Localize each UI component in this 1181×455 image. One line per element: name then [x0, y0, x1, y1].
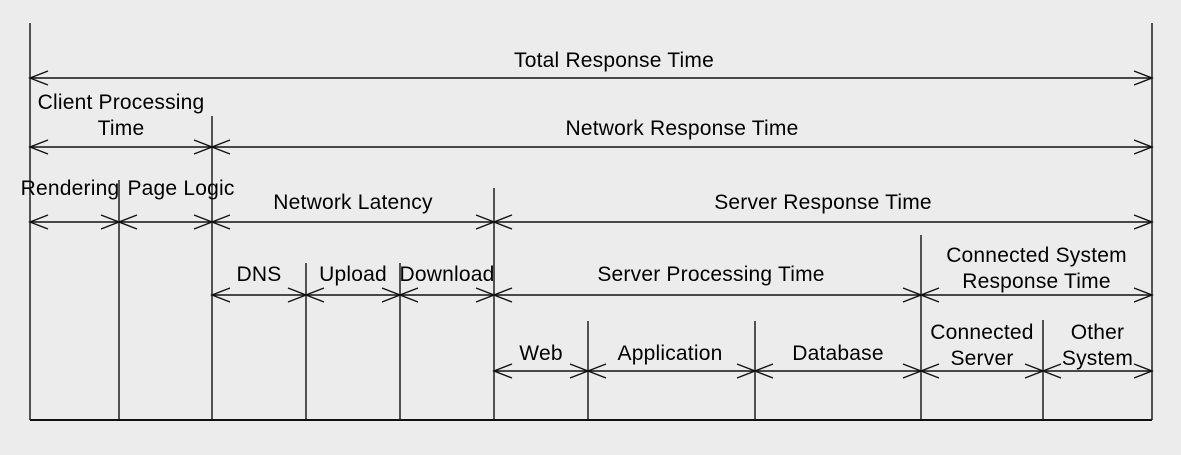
label-line: Response Time: [962, 270, 1111, 293]
span-arrow-network-response-time: [210, 139, 1154, 155]
span-arrow-other-system: [1041, 363, 1154, 379]
span-arrow-server-response-time: [492, 214, 1154, 230]
arrowhead-left-upload: [304, 287, 325, 303]
label-line: System: [1061, 347, 1134, 370]
span-arrow-dns: [210, 287, 308, 303]
label-line: Database: [792, 342, 884, 365]
label-line: Time: [97, 117, 145, 140]
arrowhead-left-connected-server: [919, 363, 940, 379]
arrowhead-right-server-response-time: [1133, 214, 1154, 230]
arrowhead-left-rendering: [28, 214, 49, 230]
arrowhead-left-dns: [210, 287, 231, 303]
label-total-response-time: Total Response Time: [514, 48, 714, 74]
span-arrow-rendering: [28, 214, 121, 230]
label-download: Download: [400, 262, 495, 288]
label-line: Application: [617, 342, 723, 365]
arrowhead-right-connected-system-response-time: [1133, 287, 1154, 303]
arrowhead-left-network-response-time: [210, 139, 231, 155]
label-line: Server Response Time: [714, 191, 932, 214]
label-line: Network Latency: [273, 191, 433, 214]
arrowhead-right-other-system: [1133, 363, 1154, 379]
span-arrow-connected-system-response-time: [919, 287, 1154, 303]
arrowhead-left-database: [753, 363, 774, 379]
span-arrow-client-processing-time: [28, 139, 214, 155]
label-line: Connected: [930, 321, 1034, 344]
label-line: Total Response Time: [514, 49, 714, 72]
arrowhead-left-page-logic: [117, 214, 138, 230]
label-line: Upload: [319, 263, 387, 286]
label-server-response-time: Server Response Time: [714, 190, 932, 216]
arrowhead-left-download: [398, 287, 419, 303]
label-line: DNS: [236, 263, 282, 286]
label-line: Download: [399, 263, 495, 286]
label-dns: DNS: [237, 262, 282, 288]
arrowhead-left-web: [492, 363, 513, 379]
span-arrow-network-latency: [210, 214, 496, 230]
arrowhead-left-client-processing-time: [28, 139, 49, 155]
label-line: Web: [519, 342, 563, 365]
span-arrow-download: [398, 287, 496, 303]
label-network-latency: Network Latency: [273, 190, 432, 216]
span-arrow-page-logic: [117, 214, 214, 230]
span-arrow-upload: [304, 287, 402, 303]
label-server-processing-time: Server Processing Time: [597, 262, 824, 288]
label-database: Database: [792, 341, 884, 367]
arrowhead-left-application: [586, 363, 607, 379]
label-upload: Upload: [319, 262, 387, 288]
label-rendering: Rendering: [21, 176, 120, 202]
arrowhead-left-connected-system-response-time: [919, 287, 940, 303]
label-web: Web: [519, 341, 562, 367]
arrowhead-right-network-response-time: [1133, 139, 1154, 155]
label-line: Server: [950, 347, 1014, 370]
label-line: Other: [1070, 321, 1125, 344]
label-page-logic: Page Logic: [127, 176, 234, 202]
label-line: Server Processing Time: [597, 263, 825, 286]
label-line: Page Logic: [127, 177, 235, 200]
label-line: Network Response Time: [565, 117, 799, 140]
arrowhead-left-network-latency: [210, 214, 231, 230]
label-line: Connected System: [946, 244, 1127, 267]
label-line: Rendering: [20, 177, 120, 200]
arrowhead-left-server-processing-time: [492, 287, 513, 303]
label-application: Application: [618, 341, 723, 367]
arrowhead-left-server-response-time: [492, 214, 513, 230]
label-line: Client Processing: [37, 91, 205, 114]
arrowhead-right-total-response-time: [1133, 70, 1154, 86]
span-arrow-server-processing-time: [492, 287, 923, 303]
label-network-response-time: Network Response Time: [566, 116, 799, 142]
span-arrow-total-response-time: [28, 70, 1154, 86]
arrowhead-left-total-response-time: [28, 70, 49, 86]
arrowhead-left-other-system: [1041, 363, 1062, 379]
